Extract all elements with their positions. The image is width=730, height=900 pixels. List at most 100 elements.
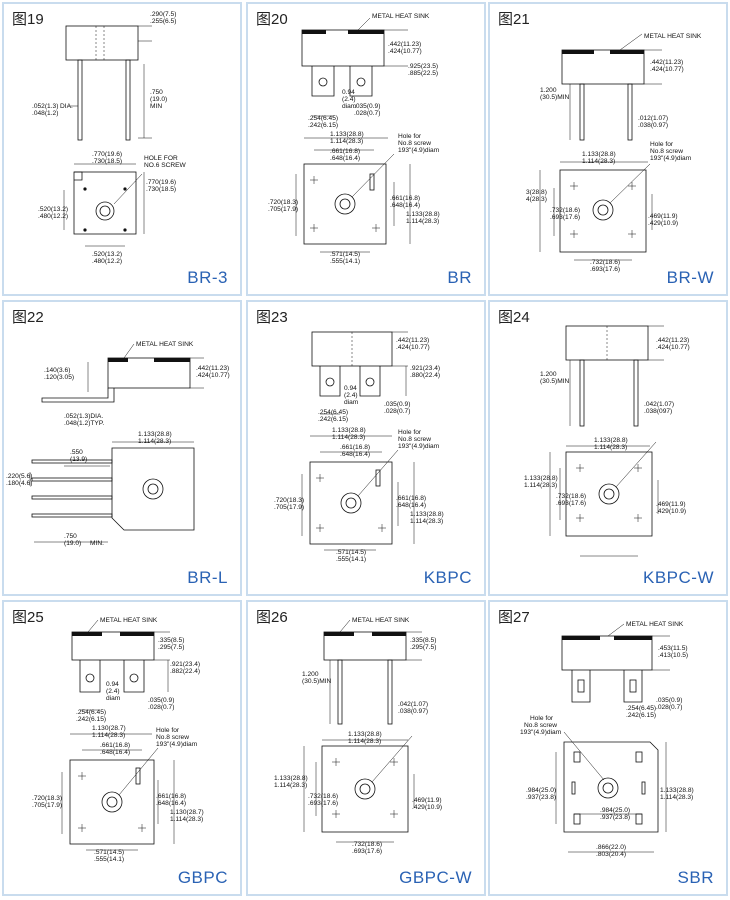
dimension-label: .882(22.4) (170, 668, 200, 675)
dimension-label: .705(17.9) (274, 504, 304, 511)
dimension-label: .028(0.7) (384, 408, 410, 415)
dimension-label: NO.6 SCREW (144, 162, 187, 169)
dimension-label: .555(14.1) (336, 556, 366, 563)
dimension-label: .705(17.9) (32, 802, 62, 809)
dimension-label: .925(23.5) (408, 63, 438, 70)
dimension-label: (30.5)MIN (540, 94, 570, 101)
dimension-label: (30.5)MIN (540, 378, 570, 385)
dimension-label: .480(12.2) (92, 258, 122, 265)
drawing-brl: METAL HEAT SINK .140(3.6) .120(3.05) .44… (6, 341, 230, 547)
dimension-label: No.8 screw (650, 148, 683, 155)
dimension-label: Hole for (398, 133, 422, 140)
dimension-label: 1.133(28.8) (330, 131, 364, 138)
dimension-label: .038(0.97) (638, 122, 668, 129)
dimension-label: .770(19.6) (146, 179, 176, 186)
dimension-label: .732(18.6) (556, 493, 586, 500)
dimension-label: 1.114(28.3) (406, 218, 439, 225)
dimension-label: 1.133(28.8) (582, 151, 616, 158)
package-name: KBPC-W (643, 568, 714, 587)
dimension-label: 1.133(28.8) (406, 211, 440, 218)
dimension-label: Hole for (650, 141, 674, 148)
package-name: BR-3 (187, 268, 228, 287)
dimension-label: DIA. (60, 103, 73, 110)
dimension-label: .028(0.7) (354, 110, 380, 117)
dimension-label: No.8 screw (398, 140, 431, 147)
dimension-label: .295(7.5) (410, 644, 436, 651)
dimension-label: .520(13.2) (38, 206, 68, 213)
dimension-label: .042(1.07) (644, 401, 674, 408)
dimension-label: .732(18.6) (550, 207, 580, 214)
dimension-label: 193"(4.9)diam (398, 443, 440, 450)
dimension-label: .429(10.9) (648, 220, 678, 227)
dimension-label: .693(17.6) (308, 800, 338, 807)
dimension-label: 0.94 (342, 89, 355, 96)
dimension-label: 193"(4.9)diam (156, 741, 198, 748)
drawing-gbpc: METAL HEAT SINK .335(8.5) .295(7.5) .921… (32, 617, 204, 863)
dimension-label: .571(14.5) (330, 251, 360, 258)
drawing-gbpcw: METAL HEAT SINK .335(8.5) .295(7.5) 1.20… (274, 617, 442, 855)
dimension-label: .048(1.2) (32, 110, 58, 117)
dimension-label: Hole for (156, 727, 180, 734)
fig-number: 图27 (498, 609, 530, 626)
dimension-label: .661(16.8) (340, 444, 370, 451)
package-name: BR-L (187, 568, 228, 587)
dimension-label: 1.200 (540, 371, 557, 378)
drawing-kbpc: .442(11.23) .424(10.77) .921(23.4) .880(… (274, 331, 444, 563)
dimension-label: 1.114(28.3) (92, 732, 125, 739)
dimension-label: .035(0.9) (148, 697, 174, 704)
dimension-label: .750 (150, 89, 163, 96)
dimension-label: (30.5)MIN (302, 678, 332, 685)
dimension-label: .984(25.0) (526, 787, 556, 794)
dimension-label: No.8 screw (398, 436, 431, 443)
dimension-label: 1.133(28.8) (138, 431, 172, 438)
dimension-label: .469(11.9) (648, 213, 678, 220)
dimension-label: .520(13.2) (92, 251, 122, 258)
dimension-label: .732(18.6) (352, 841, 382, 848)
dimension-label: .648(16.4) (340, 451, 370, 458)
dimension-label: .035(0.9) (384, 401, 410, 408)
dimension-label: .661(16.8) (156, 793, 186, 800)
dimension-label: .295(7.5) (158, 644, 184, 651)
dimension-label: .693(17.6) (550, 214, 580, 221)
dimension-label: .661(16.8) (100, 742, 130, 749)
fig-number: 图20 (256, 11, 288, 28)
dimension-label: .254(6.45) (76, 709, 106, 716)
dimension-label: (19.0) (64, 540, 81, 547)
dimension-label: 1.200 (540, 87, 557, 94)
dimension-label: .648(16.4) (390, 202, 420, 209)
dimension-label: .028(0.7) (656, 704, 682, 711)
dimension-label: .048(1.2)TYP. (64, 420, 104, 427)
dimension-label: 4(28.3) (526, 196, 547, 203)
fig-number: 图23 (256, 309, 288, 326)
dimension-label: 1.114(28.3) (348, 738, 381, 745)
dimension-label: 1.133(28.8) (332, 427, 366, 434)
drawing-br: METAL HEAT SINK .442(11.23) .424(10.77) … (268, 13, 440, 265)
dimension-label: .693(17.6) (556, 500, 586, 507)
dimension-label: .571(14.5) (94, 849, 124, 856)
dimension-label: .442(11.23) (656, 337, 689, 344)
dimension-label: .254(6.45) (626, 705, 656, 712)
dimension-label: .732(18.6) (308, 793, 338, 800)
dimension-label: 1.114(28.3) (594, 444, 627, 451)
dimension-label: .242(6.15) (318, 416, 348, 423)
package-name: GBPC (177, 868, 228, 887)
drawing-br3: .290(7.5) .255(6.5) .750 (19.0) MIN .052… (32, 11, 187, 265)
dimension-label: .424(10.77) (656, 344, 690, 351)
dimension-label: .921(23.4) (170, 661, 200, 668)
dimension-label: .937(23.8) (526, 794, 556, 801)
dimension-label: (2.4) (342, 96, 356, 103)
dimension-label: METAL HEAT SINK (626, 621, 684, 628)
dimension-label: .035(0.9) (656, 697, 682, 704)
dimension-label: diam (342, 103, 357, 110)
dimension-label: .424(10.77) (396, 344, 430, 351)
dimension-label: MIN (150, 103, 162, 110)
dimension-label: .035(0.9) (354, 103, 380, 110)
package-name: BR-W (666, 268, 714, 287)
dimension-label: 193"(4.9)diam (520, 729, 562, 736)
dimension-label: .220(5.6) (6, 473, 32, 480)
dimension-label: .042(1.07) (398, 701, 428, 708)
dimension-label: .550 (70, 449, 83, 456)
dimension-label: No.8 screw (156, 734, 189, 741)
drawing-sbr: METAL HEAT SINK .453(11.5) .413(10.5) .2… (520, 621, 694, 858)
